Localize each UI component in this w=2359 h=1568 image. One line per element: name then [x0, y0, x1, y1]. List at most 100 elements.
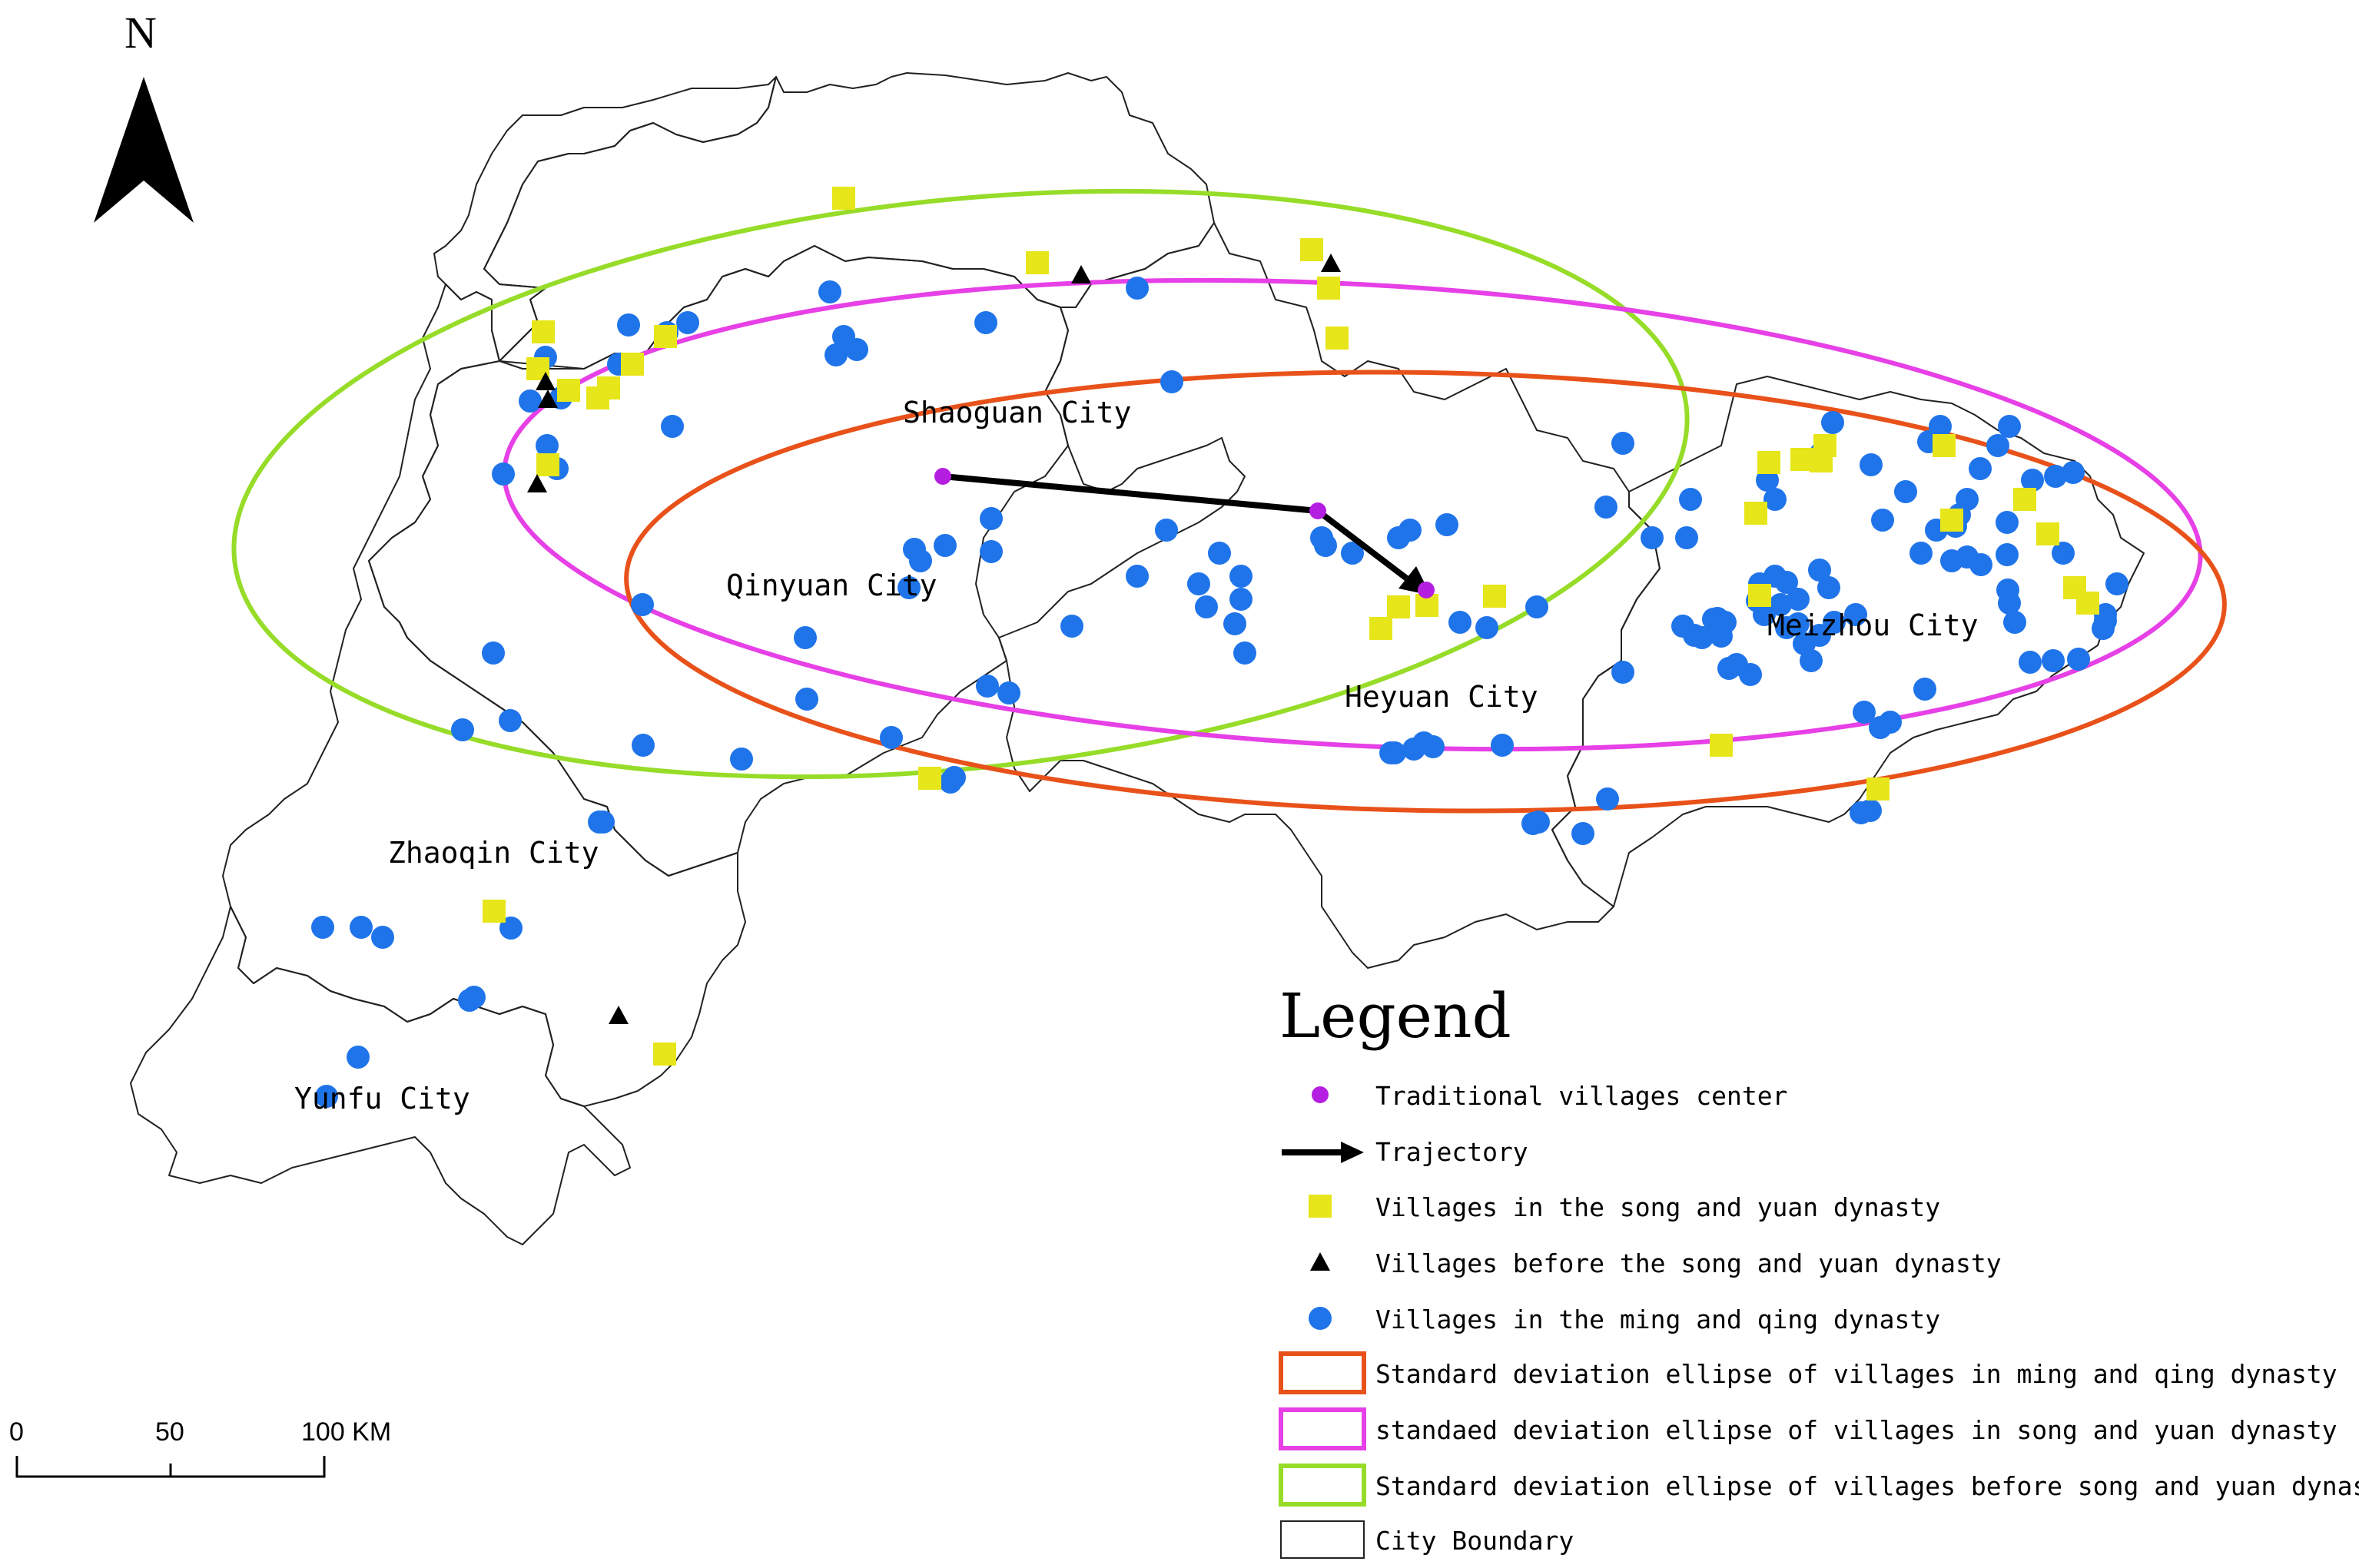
village-point-ming-qing — [1817, 576, 1840, 599]
legend-arrowhead-icon — [1341, 1142, 1364, 1163]
village-point-song-yuan — [557, 379, 580, 402]
boundary-yunfu — [130, 906, 631, 1245]
village-point-song-yuan — [1810, 449, 1833, 472]
village-point-before-song-yuan — [527, 474, 547, 492]
village-point-ming-qing — [1853, 701, 1876, 724]
city-label-qingyuan: Qinyuan City — [726, 569, 937, 602]
village-point-ming-qing — [1909, 542, 1933, 565]
village-point-ming-qing — [492, 462, 515, 486]
village-point-song-yuan — [1744, 502, 1767, 525]
village-point-song-yuan — [1866, 777, 1890, 801]
village-point-ming-qing — [897, 576, 921, 599]
center-point-before-song — [934, 468, 951, 485]
village-point-ming-qing — [1753, 603, 1776, 626]
village-point-ming-qing — [1611, 432, 1634, 455]
village-point-ming-qing — [632, 734, 655, 757]
village-point-ming-qing — [1800, 649, 1823, 672]
village-point-song-yuan — [1940, 509, 1963, 532]
legend-symbol-square — [1309, 1195, 1332, 1218]
village-point-ming-qing — [519, 390, 542, 413]
village-point-ming-qing — [347, 1046, 370, 1069]
ellipse-before-song-yuan — [231, 188, 1690, 780]
scale-bar: 0 50 100 KM — [9, 1417, 391, 1478]
village-point-song-yuan — [597, 376, 620, 399]
village-point-ming-qing — [880, 726, 903, 749]
village-point-ming-qing — [1571, 822, 1594, 845]
village-point-ming-qing — [1475, 616, 1498, 639]
legend-label-song-yuan: Villages in the song and yuan dynasty — [1375, 1192, 1940, 1222]
village-point-ming-qing — [1671, 615, 1694, 638]
village-point-ming-qing — [1596, 787, 1619, 811]
legend-label-city-boundary: City Boundary — [1375, 1526, 1574, 1556]
village-point-song-yuan — [653, 1043, 676, 1066]
village-point-ming-qing — [2067, 648, 2090, 671]
legend-label-ellipse-ming-qing: Standard deviation ellipse of villages i… — [1375, 1359, 2337, 1389]
village-point-ming-qing — [451, 718, 474, 741]
village-point-before-song-yuan — [609, 1006, 629, 1024]
city-label-shaoguan: Shaoguan City — [903, 396, 1131, 429]
village-point-ming-qing — [1387, 526, 1410, 549]
legend-symbol-circle — [1309, 1307, 1332, 1330]
legend-symbol-boundary-rect — [1280, 1520, 1365, 1559]
village-point-ming-qing — [1208, 542, 1231, 565]
village-point-ming-qing — [794, 626, 817, 649]
village-point-ming-qing — [1195, 595, 1218, 618]
village-point-ming-qing — [1229, 588, 1252, 611]
village-point-ming-qing — [1594, 496, 1617, 519]
city-label-zhaoqing: Zhaoqin City — [388, 836, 599, 870]
village-point-ming-qing — [1314, 534, 1337, 557]
village-point-ming-qing — [617, 313, 640, 336]
village-point-song-yuan — [2036, 522, 2059, 545]
village-point-ming-qing — [2052, 542, 2075, 565]
village-point-ming-qing — [1126, 565, 1149, 588]
village-point-ming-qing — [2062, 461, 2085, 484]
village-point-ming-qing — [1521, 812, 1544, 835]
village-point-ming-qing — [1756, 469, 1779, 492]
village-point-ming-qing — [1229, 565, 1252, 588]
village-point-before-song-yuan — [1071, 265, 1091, 283]
village-point-ming-qing — [976, 675, 999, 698]
village-point-ming-qing — [1844, 603, 1867, 626]
village-point-ming-qing — [1679, 488, 1702, 511]
village-point-ming-qing — [1986, 434, 2009, 457]
village-point-ming-qing — [2105, 572, 2128, 595]
village-point-song-yuan — [654, 325, 677, 348]
village-point-ming-qing — [1913, 678, 1936, 701]
village-point-ming-qing — [1998, 415, 2021, 438]
north-arrow: N — [94, 8, 194, 223]
city-boundaries — [130, 72, 2145, 1245]
village-point-song-yuan — [1387, 595, 1410, 618]
north-label: N — [124, 8, 157, 58]
boundary-shaoguan — [483, 72, 1215, 370]
village-point-ming-qing — [2003, 611, 2026, 634]
village-point-ming-qing — [1223, 612, 1246, 635]
village-point-song-yuan — [1748, 584, 1771, 607]
village-point-ming-qing — [1894, 480, 1917, 503]
village-point-song-yuan — [1317, 277, 1340, 300]
village-point-song-yuan — [1026, 251, 1049, 274]
village-point-ming-qing — [1448, 611, 1471, 634]
village-point-before-song-yuan — [1321, 254, 1341, 272]
village-point-ming-qing — [1996, 543, 2019, 566]
village-point-ming-qing — [1155, 519, 1178, 542]
village-point-ming-qing — [980, 507, 1003, 530]
village-point-ming-qing — [1060, 615, 1083, 638]
village-point-ming-qing — [371, 926, 394, 949]
village-point-ming-qing — [909, 549, 932, 572]
village-point-ming-qing — [536, 434, 559, 457]
legend-label-trajectory: Trajectory — [1375, 1137, 1528, 1167]
village-point-ming-qing — [1725, 653, 1748, 676]
village-point-ming-qing — [1775, 571, 1798, 594]
village-point-song-yuan — [1300, 238, 1323, 261]
north-arrow-icon — [94, 77, 194, 223]
village-point-ming-qing — [1675, 526, 1698, 549]
village-point-ming-qing — [1996, 511, 2019, 534]
village-point-ming-qing — [1929, 415, 1952, 438]
scale-tick-100: 100 KM — [301, 1417, 391, 1447]
village-point-ming-qing — [730, 748, 753, 771]
boundary-zhaoqing — [222, 283, 746, 1107]
village-point-ming-qing — [1787, 588, 1810, 611]
village-point-ming-qing — [1422, 735, 1445, 758]
village-point-ming-qing — [1611, 661, 1634, 684]
boundary-meizhou — [1551, 376, 2145, 907]
